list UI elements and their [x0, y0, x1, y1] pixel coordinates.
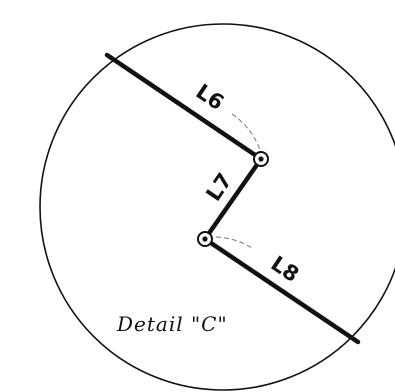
label-l6: L6 [192, 79, 229, 115]
segment-l8 [202, 236, 361, 345]
dimension-arc-l8 [215, 236, 253, 249]
segment-l6 [104, 52, 264, 162]
joint-upper [253, 151, 269, 167]
detail-boundary-circle [39, 23, 395, 391]
detail-caption: Detail "C" [116, 312, 228, 336]
dimension-arc-l6 [231, 113, 261, 151]
joint-lower [197, 231, 213, 247]
segment-l7 [202, 156, 264, 242]
